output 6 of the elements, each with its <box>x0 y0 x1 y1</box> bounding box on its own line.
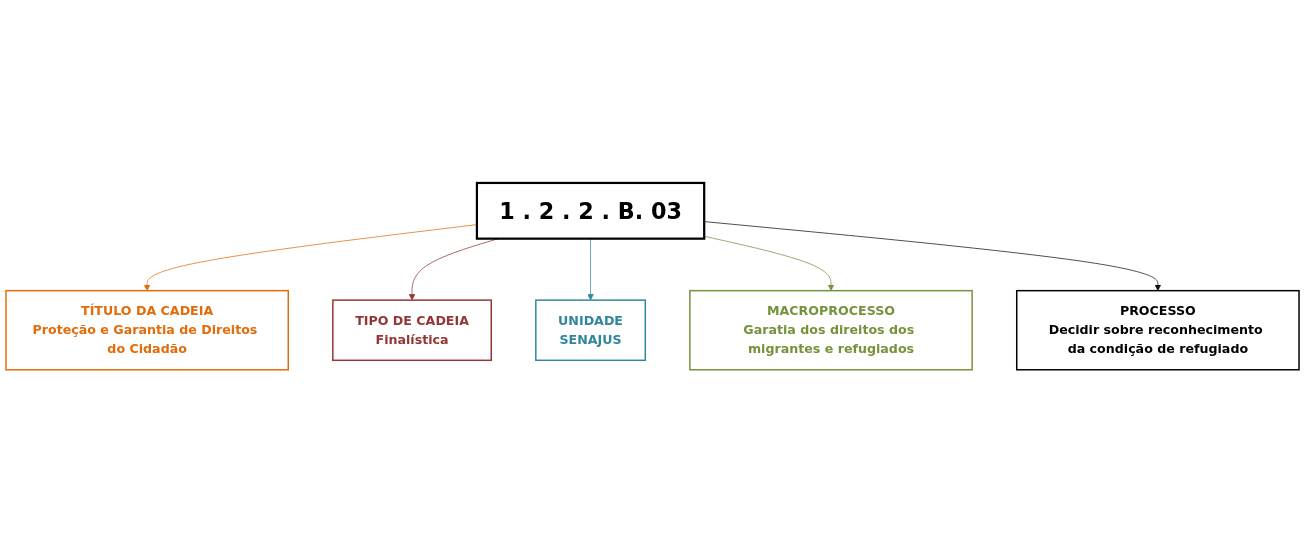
node-box: TÍTULO DA CADEIA Proteção e Garantia de Direitos do Cidadão <box>5 289 289 371</box>
node-box: PROCESSO Decidir sobre reconhecimento da condição de refugiado <box>1016 289 1300 371</box>
node-box: 1 . 2 . 2 . B. 03 <box>475 181 706 240</box>
node-box: TIPO DE CADEIA Finalística <box>332 299 492 361</box>
node-box: UNIDADE SENAJUS <box>535 299 647 361</box>
node-box: MACROPROCESSO Garatia dos direitos dos migrantes e refugiados <box>689 289 973 371</box>
